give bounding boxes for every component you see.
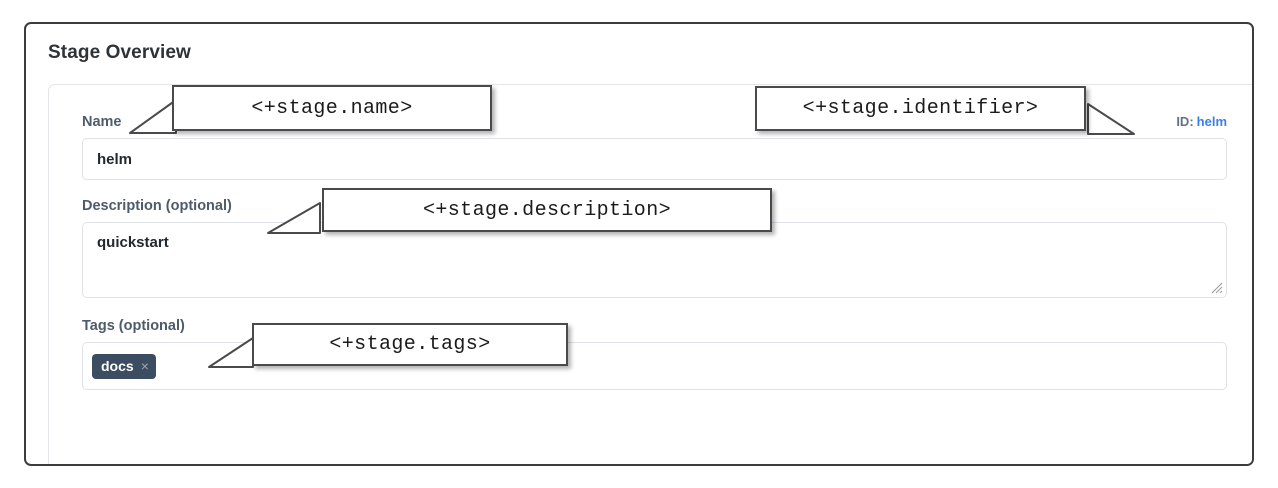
callout-stage-description: <+stage.description> [322, 188, 772, 232]
description-textarea[interactable]: quickstart [82, 222, 1227, 298]
name-input[interactable]: helm [82, 138, 1227, 180]
name-label: Name [82, 114, 122, 130]
stage-id-value[interactable]: helm [1196, 114, 1227, 129]
callout-stage-name-text: <+stage.name> [251, 96, 413, 120]
callout-tail-description [267, 202, 321, 234]
resize-grip-icon[interactable] [1211, 282, 1223, 294]
spacer [82, 298, 1227, 317]
callout-stage-name: <+stage.name> [172, 85, 492, 131]
name-label-row: Name ID:helm [82, 113, 1227, 131]
callout-stage-description-text: <+stage.description> [422, 198, 672, 222]
callout-stage-identifier: <+stage.identifier> [755, 86, 1086, 131]
tag-remove-icon[interactable]: × [140, 358, 149, 374]
stage-id-key: ID: [1176, 114, 1194, 129]
stage-form: Name ID:helm helm Description (optional)… [82, 113, 1227, 390]
callout-stage-identifier-text: <+stage.identifier> [802, 97, 1039, 120]
callout-tail-identifier [1087, 103, 1135, 135]
stage-id-readout: ID:helm [1176, 114, 1227, 129]
description-label: Description (optional) [82, 198, 232, 214]
stage-overview-card: Name ID:helm helm Description (optional)… [48, 84, 1252, 464]
tag-chip[interactable]: docs × [92, 353, 156, 379]
callout-stage-tags-text: <+stage.tags> [329, 333, 491, 356]
tag-chip-label: docs [101, 358, 134, 374]
description-value: quickstart [97, 234, 169, 251]
callout-stage-tags: <+stage.tags> [252, 323, 568, 366]
tags-label: Tags (optional) [82, 318, 185, 334]
page-title: Stage Overview [48, 42, 191, 63]
